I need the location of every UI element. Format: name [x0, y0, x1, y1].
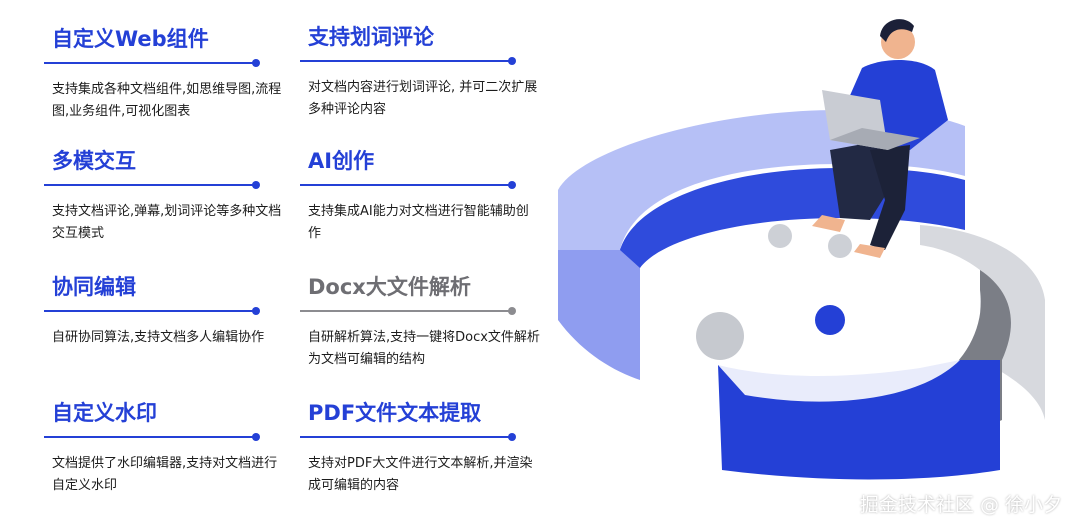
- feature-title: 自定义水印: [52, 401, 157, 425]
- divider-dot: [252, 181, 260, 189]
- person-hair: [880, 19, 914, 42]
- divider-dot: [252, 59, 260, 67]
- node-gray-small-2: [828, 234, 852, 258]
- feature-word-comment: 支持划词评论 对文档内容进行划词评论, 并可二次扩展多种评论内容: [300, 22, 537, 121]
- divider: [44, 59, 260, 67]
- node-gray-small-1: [768, 224, 792, 248]
- feature-title: 自定义Web组件: [52, 27, 209, 51]
- person-leg-2: [870, 145, 910, 250]
- feature-multimodal-interaction: 多模交互 支持文档评论,弹幕,划词评论等多种文档交互模式: [44, 146, 281, 245]
- feature-description: 支持对PDF大文件进行文本解析,并渲染成可编辑的内容: [308, 456, 533, 493]
- ring-light-blue-side: [558, 190, 640, 380]
- divider: [300, 181, 516, 189]
- node-blue: [815, 305, 845, 335]
- feature-collaborative-editing: 协同编辑 自研协同算法,支持文档多人编辑协作: [44, 272, 272, 349]
- feature-description: 自研解析算法,支持一键将Docx文件解析为文档可编辑的结构: [308, 330, 540, 367]
- isometric-illustration: [558, 19, 1045, 480]
- person-shoe-1: [812, 215, 845, 232]
- feature-description: 对文档内容进行划词评论, 并可二次扩展多种评论内容: [308, 80, 538, 117]
- divider: [44, 433, 260, 441]
- divider: [300, 433, 516, 441]
- divider: [44, 181, 260, 189]
- feature-title: 多模交互: [52, 149, 136, 173]
- feature-docx-parsing: Docx大文件解析 自研解析算法,支持一键将Docx文件解析为文档可编辑的结构: [300, 272, 540, 371]
- laptop-base: [830, 128, 920, 150]
- divider-dot: [252, 307, 260, 315]
- divider: [300, 307, 516, 315]
- divider-dot: [508, 307, 516, 315]
- divider: [44, 307, 260, 315]
- feature-custom-web-component: 自定义Web组件 支持集成各种文档组件,如思维导图,流程图,业务组件,可视化图表: [44, 24, 281, 123]
- feature-custom-watermark: 自定义水印 文档提供了水印编辑器,支持对文档进行自定义水印: [44, 398, 277, 497]
- feature-title: Docx大文件解析: [308, 275, 471, 299]
- feature-title: PDF文件文本提取: [308, 401, 482, 425]
- feature-title: 协同编辑: [52, 275, 136, 299]
- feature-title: 支持划词评论: [308, 25, 434, 49]
- feature-title: AI创作: [308, 149, 375, 173]
- source-watermark: 掘金技术社区 @ 徐小夕: [859, 494, 1062, 516]
- divider-dot: [508, 433, 516, 441]
- divider-dot: [508, 57, 516, 65]
- divider-dot: [252, 433, 260, 441]
- feature-description: 支持文档评论,弹幕,划词评论等多种文档交互模式: [52, 204, 282, 241]
- feature-description: 支持集成AI能力对文档进行智能辅助创作: [308, 204, 529, 241]
- divider: [300, 57, 516, 65]
- divider-dot: [508, 181, 516, 189]
- feature-description: 文档提供了水印编辑器,支持对文档进行自定义水印: [52, 456, 278, 493]
- person-shoe-2: [854, 244, 885, 258]
- feature-ai-creation: AI创作 支持集成AI能力对文档进行智能辅助创作: [300, 146, 529, 245]
- ring-blue-top: [718, 360, 960, 402]
- node-gray-large: [696, 312, 744, 360]
- feature-description: 支持集成各种文档组件,如思维导图,流程图,业务组件,可视化图表: [52, 82, 282, 119]
- feature-description: 自研协同算法,支持文档多人编辑协作: [52, 330, 265, 345]
- feature-pdf-text-extraction: PDF文件文本提取 支持对PDF大文件进行文本解析,并渲染成可编辑的内容: [300, 398, 532, 497]
